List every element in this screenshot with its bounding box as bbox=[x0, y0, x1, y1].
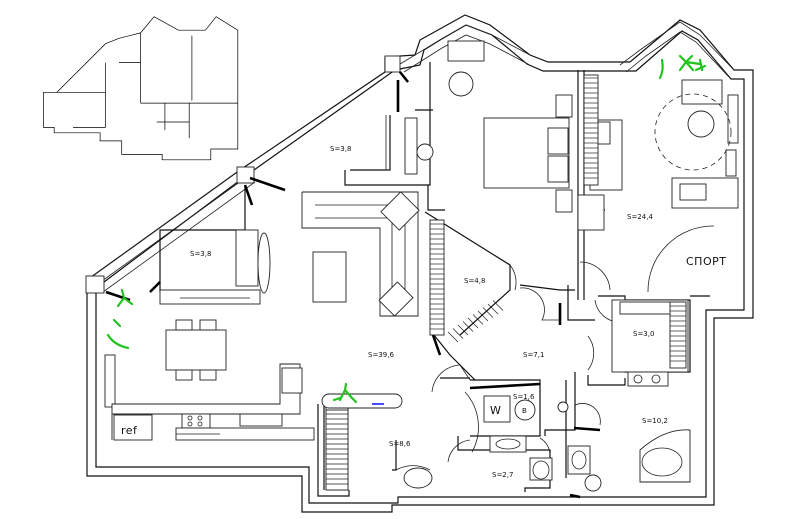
outer-walls bbox=[85, 14, 754, 513]
room-label-entry: S=8,6 bbox=[389, 440, 411, 448]
boiler-label: B bbox=[522, 407, 527, 415]
room-label-balcony-left: S=3,8 bbox=[190, 250, 211, 258]
room-label-storage: S=3,0 bbox=[633, 330, 654, 338]
room-label-hall: S=7,1 bbox=[523, 351, 544, 359]
room-labels: S=3,8 S=3,8 S=24,4 S=4,8 S=39,6 S=7,1 S=… bbox=[121, 145, 726, 479]
room-label-living: S=39,6 bbox=[368, 351, 394, 359]
room-label-bedroom: S=24,4 bbox=[627, 213, 653, 221]
overview-plan bbox=[43, 16, 239, 161]
room-label-bath: S=10,2 bbox=[642, 417, 668, 425]
room-label-wc: S=2,7 bbox=[492, 471, 513, 479]
wardrobe-hatching bbox=[325, 74, 687, 491]
washer-label: W bbox=[490, 404, 501, 417]
interior-walls bbox=[105, 62, 715, 499]
furniture bbox=[111, 71, 739, 492]
room-label-wc-small: S=1,6 bbox=[513, 393, 535, 401]
sport-label: СПОРТ bbox=[686, 255, 726, 268]
room-label-wardrobe: S=4,8 bbox=[464, 277, 485, 285]
fridge-label: ref bbox=[121, 424, 138, 437]
plants bbox=[106, 54, 707, 405]
room-label-balcony-top: S=3,8 bbox=[330, 145, 351, 153]
